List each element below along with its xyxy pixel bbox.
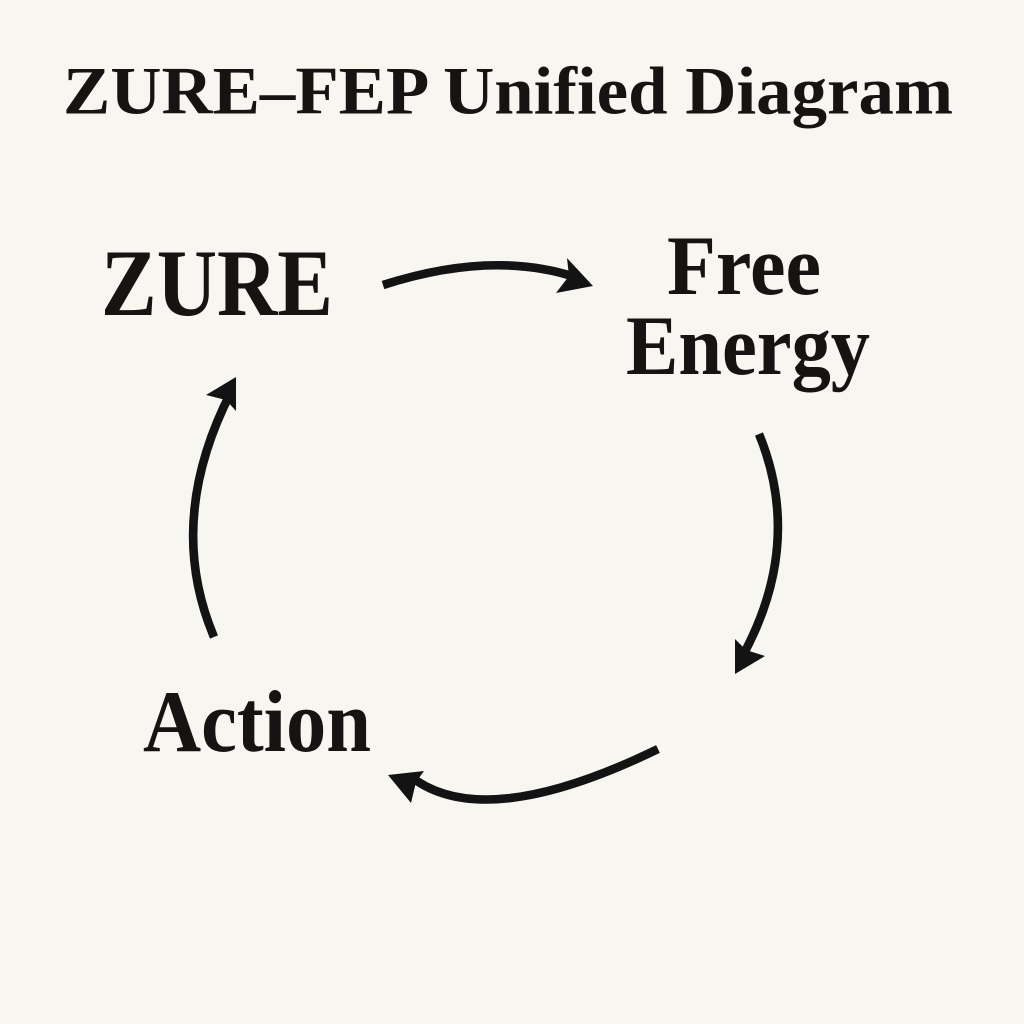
- svg-text:Energy: Energy: [626, 299, 870, 393]
- svg-text:Action: Action: [143, 674, 371, 771]
- svg-text:ZURE–FEP Unified Diagram: ZURE–FEP Unified Diagram: [63, 54, 953, 129]
- svg-text:ZURE: ZURE: [101, 230, 333, 336]
- svg-text:Free: Free: [667, 219, 821, 313]
